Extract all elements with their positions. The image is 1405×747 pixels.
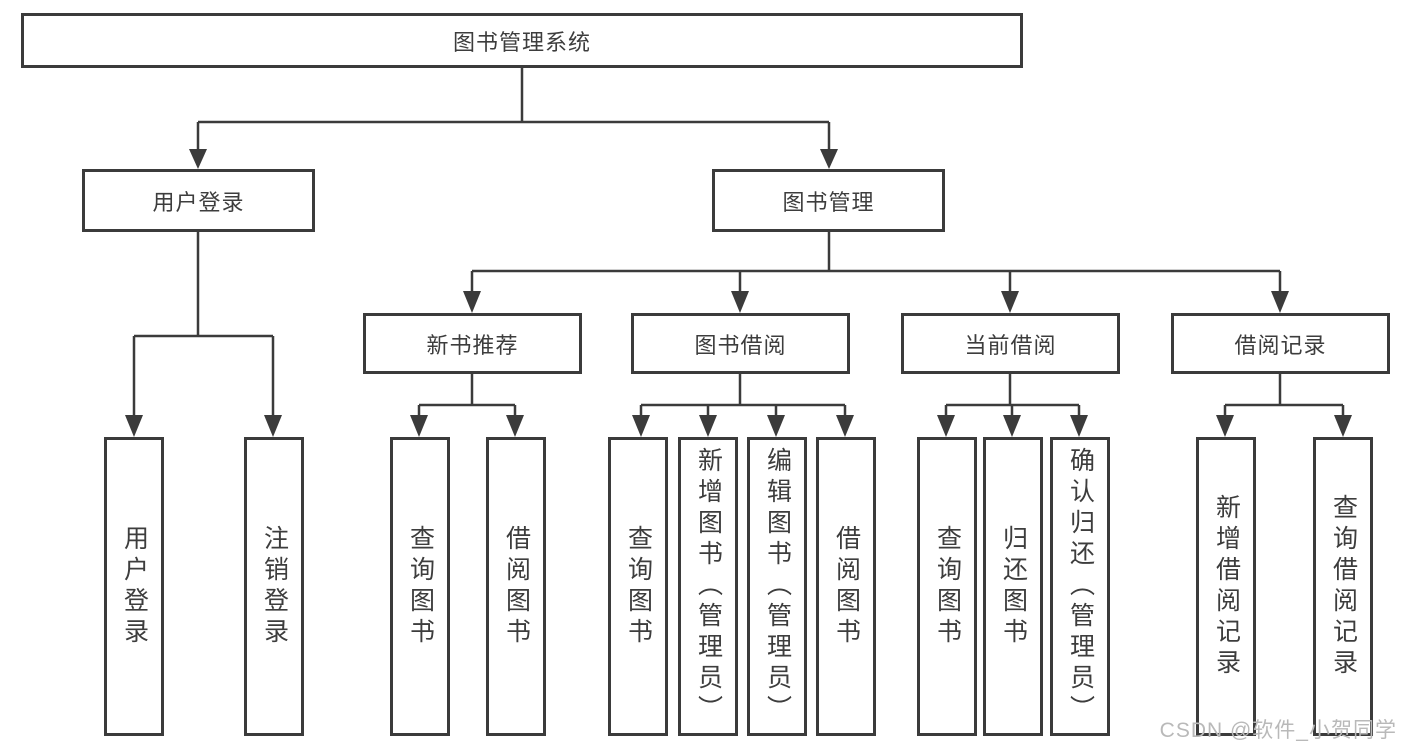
node-user-login: 用户登录 — [82, 169, 315, 232]
leaf-query-books-current: 查询图书 — [917, 437, 977, 736]
leaf-query-books-recommend: 查询图书 — [390, 437, 450, 736]
connector-current-borrow-children — [944, 374, 1081, 420]
node-current-borrow: 当前借阅 — [901, 313, 1120, 374]
arrowhead — [731, 291, 749, 313]
arrowhead — [1003, 415, 1021, 437]
arrowhead — [699, 415, 717, 437]
connector-new-book-recommend-children — [417, 374, 517, 420]
arrowhead — [1271, 291, 1289, 313]
arrowhead — [189, 149, 207, 169]
arrowhead — [1334, 415, 1352, 437]
arrowhead — [767, 415, 785, 437]
leaf-borrow-books-recommend: 借阅图书 — [486, 437, 546, 736]
leaf-confirm-return-admin: 确认归还（管理员） — [1050, 437, 1110, 736]
root-node: 图书管理系统 — [21, 13, 1023, 68]
arrowhead — [264, 415, 282, 437]
node-book-management: 图书管理 — [712, 169, 945, 232]
arrowhead — [506, 415, 524, 437]
leaf-return-book: 归还图书 — [983, 437, 1043, 736]
leaf-user-login: 用户登录 — [104, 437, 164, 736]
leaf-borrow-books: 借阅图书 — [816, 437, 876, 736]
connector-root-to-level2 — [196, 68, 831, 152]
arrowhead — [937, 415, 955, 437]
arrowhead — [410, 415, 428, 437]
connector-user-login-children — [132, 232, 275, 420]
leaf-add-book-admin: 新增图书（管理员） — [678, 437, 738, 736]
leaf-edit-book-admin: 编辑图书（管理员） — [747, 437, 807, 736]
node-borrow-records: 借阅记录 — [1171, 313, 1390, 374]
arrowhead — [1070, 415, 1088, 437]
leaf-query-books-borrow: 查询图书 — [608, 437, 668, 736]
connector-borrow-records-children — [1223, 374, 1345, 420]
arrowhead — [1001, 291, 1019, 313]
arrowhead — [836, 415, 854, 437]
leaf-query-borrow-record: 查询借阅记录 — [1313, 437, 1373, 736]
arrowhead — [1216, 415, 1234, 437]
connector-book-management-children — [470, 232, 1282, 294]
node-new-book-recommend: 新书推荐 — [363, 313, 582, 374]
arrowhead — [463, 291, 481, 313]
csdn-watermark: CSDN @软件_小贺同学 — [1159, 719, 1397, 742]
arrowhead — [632, 415, 650, 437]
node-book-borrow: 图书借阅 — [631, 313, 850, 374]
leaf-add-borrow-record: 新增借阅记录 — [1196, 437, 1256, 736]
connector-book-borrow-children — [639, 374, 847, 420]
leaf-logout: 注销登录 — [244, 437, 304, 736]
arrowhead — [820, 149, 838, 169]
arrowhead — [125, 415, 143, 437]
